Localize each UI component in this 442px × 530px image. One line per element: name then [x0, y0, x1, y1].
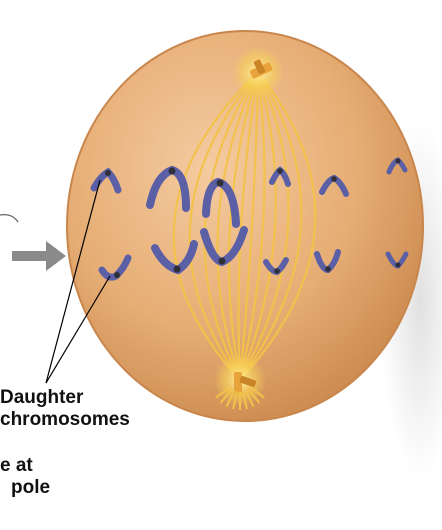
astral-ray — [244, 390, 255, 408]
astral-ray — [232, 391, 239, 410]
astral-ray — [215, 386, 231, 399]
spindle-fiber — [238, 71, 266, 381]
spindle-fiber — [238, 71, 277, 381]
partial-pole-label-line2: pole — [11, 477, 51, 498]
spindle-fiber — [238, 71, 260, 381]
spindle-fiber — [239, 71, 303, 381]
right-arrow-icon — [12, 241, 66, 271]
spindle-fibers — [172, 71, 317, 381]
spindle-fiber — [172, 71, 259, 381]
astral-ray — [219, 388, 233, 404]
left-edge-fragment — [0, 214, 19, 223]
bottom-centrosome — [234, 372, 256, 394]
top-centrosome — [249, 59, 273, 79]
spindle-fiber — [237, 71, 260, 381]
spindle-fiber — [239, 71, 290, 381]
astral-ray — [247, 388, 261, 404]
spindle-fiber — [188, 71, 259, 381]
cell-body — [66, 30, 424, 422]
spindle-fiber — [203, 71, 259, 381]
centromeres — [105, 158, 401, 278]
daughter-chromosomes-label-line1: Daughter — [0, 387, 84, 408]
daughter-chromosomes-label: Daughter chromosomes — [0, 387, 130, 431]
partial-pole-label: e at pole — [0, 455, 50, 499]
daughter-chromosomes-label-line2: chromosomes — [0, 409, 130, 430]
spindle-fiber — [227, 71, 260, 381]
astral-ray — [249, 386, 265, 399]
spindle-fiber — [216, 71, 259, 381]
partial-pole-label-line1: e at — [0, 455, 33, 476]
astral-rays — [215, 386, 265, 410]
astral-ray — [225, 390, 236, 408]
astral-ray — [241, 391, 248, 410]
leader-lines — [45, 179, 111, 384]
spindle-fiber — [239, 71, 317, 381]
